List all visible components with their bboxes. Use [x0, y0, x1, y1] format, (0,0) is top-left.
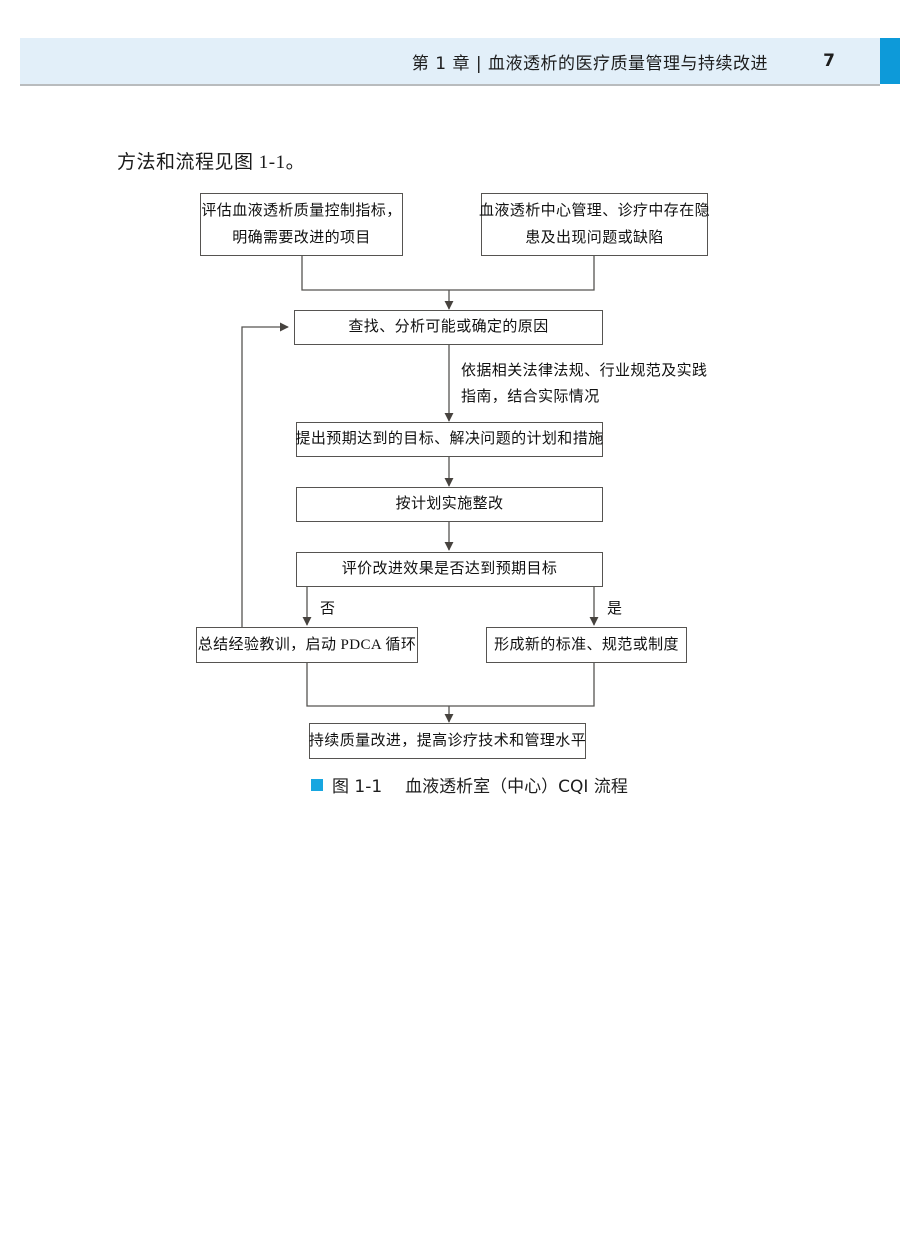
flow-node-lessons-pdca[interactable]: 总结经验教训，启动 PDCA 循环	[196, 627, 418, 663]
flow-node-new-standards[interactable]: 形成新的标准、规范或制度	[486, 627, 687, 663]
flow-node-continuous-improvement[interactable]: 持续质量改进，提高诊疗技术和管理水平	[309, 723, 586, 759]
flow-node-evaluate-effect[interactable]: 评价改进效果是否达到预期目标	[296, 552, 603, 587]
edge-n8-to-merge	[449, 663, 595, 707]
figure-caption-text: 血液透析室（中心）CQI 流程	[405, 777, 628, 797]
edge-n7-to-merge	[306, 663, 449, 707]
node-line: 按计划实施整改	[395, 496, 504, 513]
body-paragraph: 方法和流程见图 1-1。	[117, 152, 306, 173]
flow-node-propose-plan[interactable]: 提出预期达到的目标、解决问题的计划和措施	[296, 422, 603, 457]
edge-n7-feedback-to-n3	[241, 322, 289, 663]
flow-node-assess-indicators[interactable]: 评估血液透析质量控制指标， 明确需要改进的项目	[200, 193, 403, 256]
header-accent-bar	[880, 38, 900, 84]
edge-n1-to-n3	[301, 256, 449, 291]
edge-label-branch-no: 否	[320, 601, 336, 617]
flow-node-identify-problems[interactable]: 血液透析中心管理、诊疗中存在隐 患及出现问题或缺陷	[479, 193, 711, 256]
flow-node-analyze-causes[interactable]: 查找、分析可能或确定的原因	[294, 310, 603, 345]
node-line: 查找、分析可能或确定的原因	[348, 319, 549, 336]
edge-label-plan-basis-line2: 指南，结合实际情况	[461, 389, 600, 405]
flow-node-implement-plan[interactable]: 按计划实施整改	[296, 487, 603, 522]
figure-number: 图 1-1	[332, 777, 383, 797]
node-line: 形成新的标准、规范或制度	[494, 636, 679, 653]
node-line: 明确需要改进的项目	[232, 229, 371, 246]
figure-caption: 图 1-1 血液透析室（中心）CQI 流程	[311, 772, 628, 797]
chapter-title: 第 1 章 | 血液透析的医疗质量管理与持续改进	[411, 53, 768, 74]
node-line: 持续质量改进，提高诊疗技术和管理水平	[308, 732, 587, 749]
node-line: 评价改进效果是否达到预期目标	[341, 561, 558, 578]
node-line: 提出预期达到的目标、解决问题的计划和措施	[295, 431, 604, 448]
page-number: 7	[823, 51, 835, 71]
square-bullet-icon	[311, 778, 323, 791]
edge-label-branch-yes: 是	[607, 601, 623, 617]
node-line: 血液透析中心管理、诊疗中存在隐	[479, 203, 711, 220]
edge-n2-to-n3	[449, 256, 595, 291]
node-line: 患及出现问题或缺陷	[525, 229, 664, 246]
edge-label-plan-basis-line1: 依据相关法律法规、行业规范及实践	[461, 363, 708, 379]
node-line: 评估血液透析质量控制指标，	[201, 203, 402, 220]
node-line: 总结经验教训，启动 PDCA 循环	[197, 636, 417, 653]
page-header-inner: 第 1 章 | 血液透析的医疗质量管理与持续改进 7	[20, 38, 842, 84]
page-header: 第 1 章 | 血液透析的医疗质量管理与持续改进 7	[20, 38, 880, 86]
